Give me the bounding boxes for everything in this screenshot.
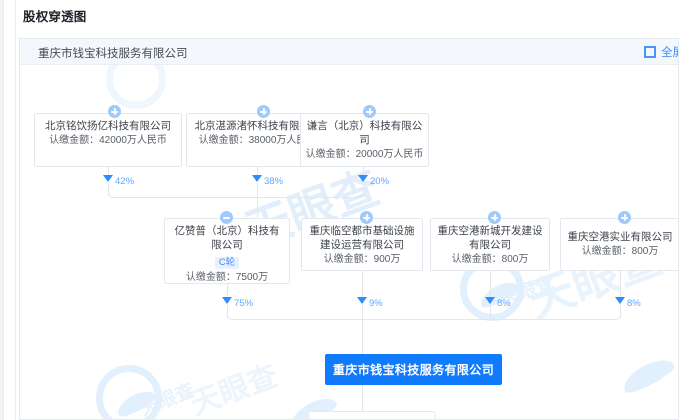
connector-line (257, 197, 258, 217)
watermark-swoosh (113, 386, 159, 419)
shareholder-amount: 认缴金额：900万 (323, 254, 401, 265)
ownership-percent: 9% (369, 298, 383, 309)
shareholder-node[interactable]: 谦言（北京）科技有限公司 认缴金额：20000万人民币 (300, 113, 429, 167)
fullscreen-expand-icon (644, 46, 656, 58)
shareholder-amount: 认缴金额：7500万 (185, 272, 269, 283)
connector-arrow (222, 297, 232, 304)
equity-graph-canvas[interactable]: 天眼查 天眼查 天眼查 天眼查 天眼查 北京铭饮扬亿科技有限公司 认缴金额：42… (20, 65, 678, 419)
connector-arrow (485, 297, 495, 304)
fullscreen-button[interactable]: 全屏 (644, 44, 678, 60)
shareholder-name: 北京湛源渚怀科技有限公司 (194, 120, 321, 132)
expand-plus-icon[interactable] (108, 105, 121, 118)
shareholder-node[interactable]: 重庆空港实业有限公司 认缴金额：800万 (560, 218, 678, 271)
expand-plus-icon[interactable] (257, 105, 270, 118)
connector-line (362, 385, 363, 411)
page-content-rule (15, 0, 16, 420)
fullscreen-button-label: 全屏 (661, 47, 678, 59)
connector-rail (235, 319, 612, 320)
ownership-percent: 75% (234, 298, 254, 309)
shareholder-node[interactable]: 重庆空港新城开发建设有限公司 认缴金额：800万 (430, 218, 550, 271)
center-company-node[interactable]: 重庆市钱宝科技服务有限公司 (325, 354, 502, 385)
connector-corner (355, 189, 364, 198)
shareholder-name: 重庆空港新城开发建设有限公司 (437, 225, 543, 251)
connector-line (257, 183, 258, 197)
shareholder-amount: 认缴金额：42000万人民币 (49, 135, 167, 146)
watermark-text: 天眼查 (136, 379, 198, 419)
connector-line (362, 305, 363, 319)
chart-card-header: 重庆市钱宝科技服务有限公司 全屏 (20, 39, 678, 65)
ownership-percent: 20% (370, 176, 390, 187)
connector-corner (227, 311, 236, 320)
connector-line (108, 167, 109, 175)
connector-line (490, 271, 491, 297)
equity-penetration-chart-card: 重庆市钱宝科技服务有限公司 全屏 天眼查 天眼查 天眼查 天眼查 天眼查 北京铭… (19, 38, 679, 420)
connector-arrow (358, 175, 368, 182)
subsidiary-node-partial[interactable] (308, 411, 436, 419)
shareholder-node[interactable]: 北京铭饮扬亿科技有限公司 认缴金额：42000万人民币 (34, 113, 182, 167)
connector-rail (116, 197, 355, 198)
connector-corner (612, 311, 621, 320)
collapse-minus-icon[interactable] (220, 211, 233, 224)
watermark-ring (96, 365, 162, 419)
shareholder-name: 重庆空港实业有限公司 (567, 231, 673, 243)
center-company-name: 重庆市钱宝科技服务有限公司 (332, 363, 495, 377)
connector-corner (108, 189, 117, 198)
connector-arrow (252, 175, 262, 182)
ownership-percent: 8% (497, 298, 511, 309)
connector-line (363, 167, 364, 175)
shareholder-name: 北京铭饮扬亿科技有限公司 (45, 120, 171, 132)
expand-plus-icon[interactable] (618, 211, 631, 224)
watermark-text: 天眼查 (186, 359, 283, 419)
financing-round-badge: C轮 (214, 257, 240, 269)
watermark-swoosh (618, 353, 678, 397)
connector-line (362, 319, 363, 354)
shareholder-name: 重庆临空都市基础设施建设运营有限公司 (309, 225, 415, 251)
connector-arrow (615, 297, 625, 304)
shareholder-name: 谦言（北京）科技有限公司 (306, 120, 423, 146)
connector-line (620, 271, 621, 297)
shareholder-node[interactable]: 重庆临空都市基础设施建设运营有限公司 认缴金额：900万 (301, 218, 423, 271)
chart-header-company-name: 重庆市钱宝科技服务有限公司 (38, 48, 188, 60)
connector-arrow (357, 297, 367, 304)
shareholder-node[interactable]: 亿赞普（北京）科技有限公司 C轮 认缴金额：7500万 (164, 218, 290, 284)
shareholder-amount: 认缴金额：800万 (581, 246, 659, 257)
connector-line (490, 305, 491, 319)
connector-line (362, 271, 363, 297)
expand-plus-icon[interactable] (363, 105, 376, 118)
shareholder-amount: 认缴金额：800万 (451, 254, 529, 265)
watermark-ring (106, 65, 166, 109)
page-left-gutter (0, 0, 4, 420)
connector-line (227, 284, 228, 297)
shareholder-amount: 认缴金额：20000万人民币 (305, 149, 424, 160)
expand-plus-icon[interactable] (488, 211, 501, 224)
ownership-percent: 42% (115, 176, 135, 187)
shareholder-name: 亿赞普（北京）科技有限公司 (174, 225, 280, 251)
ownership-percent: 38% (264, 176, 284, 187)
ownership-percent: 8% (627, 298, 641, 309)
shareholder-amount: 认缴金额：38000万人民币 (198, 135, 317, 146)
page-title: 股权穿透图 (23, 10, 87, 24)
expand-plus-icon[interactable] (360, 211, 373, 224)
connector-line (257, 167, 258, 175)
connector-arrow (103, 175, 113, 182)
